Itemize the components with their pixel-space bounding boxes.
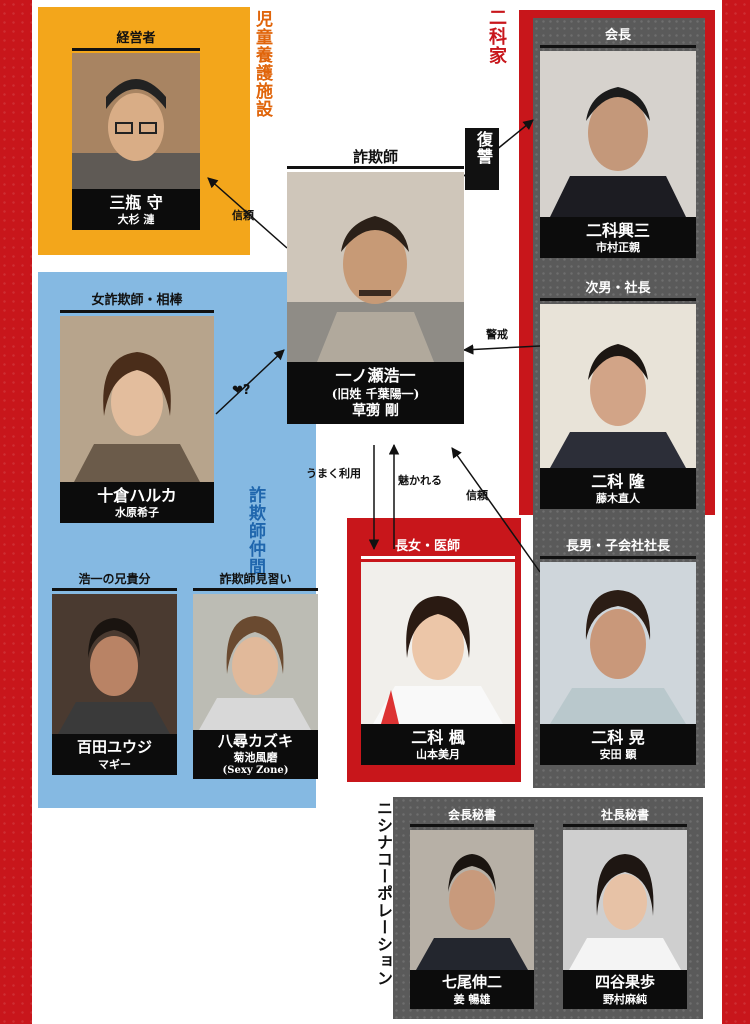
momota-role: 浩一の兄貴分 — [78, 572, 151, 586]
nanao-actor: 姜 暢雄 — [453, 993, 491, 1006]
kosan-namebox: 二科興三 市村正親 — [540, 217, 696, 258]
right-red-border — [722, 0, 750, 1024]
card-kaede: 長女・医師 二科 楓 山本美月 — [361, 538, 515, 776]
akira-actor: 安田 顕 — [599, 748, 637, 761]
akira-role-underline — [540, 556, 696, 559]
ichinose-actor: 草彅 剛 — [352, 403, 399, 419]
relation-revenge-label: 復讐 — [474, 131, 493, 165]
kosan-name: 二科興三 — [585, 221, 650, 240]
mimase-namebox: 三瓶 守 大杉 漣 — [72, 189, 200, 230]
yotsuya-role: 社長秘書 — [600, 808, 649, 822]
card-mimase: 経営者 三瓶 守 大杉 漣 — [72, 30, 200, 230]
left-red-border — [0, 0, 32, 1024]
con-partners-label: 詐欺師仲間 — [245, 486, 265, 576]
kaede-role: 長女・医師 — [395, 539, 461, 554]
mimase-actor: 大杉 漣 — [117, 213, 155, 226]
momota-role-underline — [52, 588, 177, 591]
nanao-namebox: 七尾伸二 姜 暢雄 — [410, 970, 534, 1009]
takashi-namebox: 二科 隆 藤木直人 — [540, 468, 696, 509]
haruka-photo — [60, 316, 214, 482]
takashi-role: 次男・社長 — [585, 281, 651, 296]
ichinose-photo — [287, 172, 464, 362]
mimase-name: 三瓶 守 — [109, 193, 163, 212]
kaede-namebox: 二科 楓 山本美月 — [361, 724, 515, 765]
haruka-namebox: 十倉ハルカ 水原希子 — [60, 482, 214, 523]
ichinose-role-underline — [287, 166, 464, 169]
yahiro-namebox: 八尋カズキ 菊池風磨 (Sexy Zone) — [193, 730, 318, 779]
mimase-photo — [72, 53, 200, 189]
kosan-role: 会長 — [604, 28, 631, 43]
akira-photo — [540, 562, 696, 724]
yotsuya-photo — [563, 830, 687, 970]
kosan-photo — [540, 51, 696, 217]
yotsuya-name: 四谷果歩 — [594, 973, 655, 991]
haruka-role: 女詐欺師・相棒 — [91, 293, 183, 308]
yahiro-photo — [193, 594, 318, 730]
kaede-actor: 山本美月 — [416, 748, 460, 761]
haruka-role-underline — [60, 310, 214, 313]
mimase-role: 経営者 — [116, 31, 156, 46]
relation-use-well-label: うまく利用 — [306, 467, 361, 480]
momota-name: 百田ユウジ — [76, 738, 152, 756]
yotsuya-namebox: 四谷果歩 野村麻純 — [563, 970, 687, 1009]
takashi-name: 二科 隆 — [591, 472, 645, 491]
nanao-name: 七尾伸二 — [441, 973, 502, 991]
relation-trust2-label: 信頼 — [466, 489, 488, 502]
card-momota: 浩一の兄貴分 百田ユウジ マギー — [52, 570, 177, 796]
nanao-photo — [410, 830, 534, 970]
ichinose-role: 詐欺師 — [352, 148, 398, 166]
card-haruka: 女詐欺師・相棒 十倉ハルカ 水原希子 — [60, 292, 214, 534]
card-nanao: 会長秘書 七尾伸二 姜 暢雄 — [410, 806, 534, 1018]
ichinose-name: 一ノ瀬浩一 — [335, 366, 416, 385]
ichinose-former: (旧姓 千葉陽一) — [331, 387, 420, 401]
momota-photo — [52, 594, 177, 734]
card-yahiro: 詐欺師見習い 八尋カズキ 菊池風磨 (Sexy Zone) — [193, 570, 318, 796]
corporation-label: ニシナコーポレーション — [374, 800, 393, 987]
relation-love-label: ❤? — [232, 383, 251, 398]
yahiro-actor: 菊池風磨 — [233, 751, 278, 764]
card-takashi: 次男・社長 二科 隆 藤木直人 — [540, 280, 696, 520]
relation-revenge-box — [465, 128, 499, 190]
nanao-role-underline — [410, 824, 534, 827]
relation-charmed-label: 魅かれる — [398, 474, 442, 487]
akira-namebox: 二科 晃 安田 顕 — [540, 724, 696, 765]
haruka-actor: 水原希子 — [115, 506, 159, 519]
card-akira: 長男・子会社社長 二科 晃 安田 顕 — [540, 538, 696, 776]
yotsuya-role-underline — [563, 824, 687, 827]
yahiro-role-underline — [193, 588, 318, 591]
kosan-actor: 市村正親 — [596, 241, 640, 254]
ichinose-namebox: 一ノ瀬浩一 (旧姓 千葉陽一) 草彅 剛 — [287, 362, 464, 424]
momota-namebox: 百田ユウジ マギー — [52, 734, 177, 775]
card-ichinose: 詐欺師 一ノ瀬浩一 (旧姓 千葉陽一) 草彅 剛 — [287, 148, 464, 444]
children-home-label: 児童養護施設 — [252, 10, 272, 118]
mimase-role-underline — [72, 48, 200, 51]
kaede-name: 二科 楓 — [411, 728, 465, 747]
yahiro-role: 詐欺師見習い — [219, 572, 292, 586]
relation-trust-label: 信頼 — [232, 209, 254, 222]
nishina-family-label: 二科家 — [486, 8, 507, 65]
takashi-role-underline — [540, 298, 696, 301]
kaede-photo — [361, 562, 515, 724]
momota-actor: マギー — [98, 758, 131, 771]
kosan-role-underline — [540, 45, 696, 48]
takashi-photo — [540, 304, 696, 468]
yotsuya-actor: 野村麻純 — [603, 993, 647, 1006]
yahiro-extra: (Sexy Zone) — [222, 765, 289, 776]
card-yotsuya: 社長秘書 四谷果歩 野村麻純 — [563, 806, 687, 1018]
nanao-role: 会長秘書 — [447, 808, 496, 822]
haruka-name: 十倉ハルカ — [97, 486, 177, 505]
card-kosan: 会長 二科興三 市村正親 — [540, 27, 696, 269]
akira-role: 長男・子会社社長 — [565, 539, 670, 554]
takashi-actor: 藤木直人 — [596, 492, 640, 505]
kaede-role-underline — [361, 556, 515, 559]
akira-name: 二科 晃 — [591, 728, 645, 747]
yahiro-name: 八尋カズキ — [217, 732, 293, 750]
relation-caution-label: 警戒 — [486, 328, 508, 341]
